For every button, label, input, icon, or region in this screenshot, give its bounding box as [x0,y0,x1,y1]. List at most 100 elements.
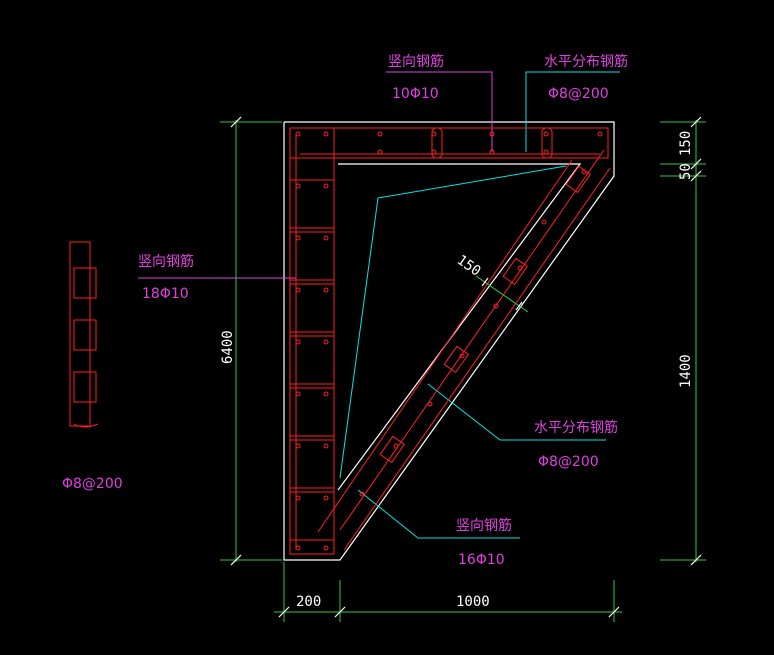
rebar-dot [489,131,495,137]
rebar-dot [597,131,603,137]
rebar-dot [295,131,301,137]
wall-stirrup [289,335,335,385]
rebar-dot [323,339,329,345]
stirrup-detail [69,241,99,428]
rebar-dot [427,401,433,407]
diag-vertical-leader [357,489,520,539]
tick [608,606,620,618]
top-stirrup [431,127,443,159]
outline-inner [337,163,582,491]
rebar-dot [459,353,465,359]
rebar-dot [517,265,523,271]
rebar-dot [431,149,437,155]
tick [690,116,702,128]
diag-stirrup [443,345,469,374]
diag-stirrup [565,165,591,194]
rebar-dot [323,391,329,397]
rebar-dots [295,131,603,551]
diag-vertical-spec: 16Φ10 [458,552,505,568]
rebar-dot [541,219,547,225]
dim-right-lower: 1400 [678,354,694,388]
diag-stirrups [379,165,591,464]
top-horizontal-leader [525,71,620,152]
top-horizontal-title: 水平分布钢筋 [544,53,628,70]
tick [690,554,702,566]
diag-rebar-upper [339,149,605,531]
rebar-dot [295,545,301,551]
rebar-dot [295,235,301,241]
rebar-dot [431,131,437,137]
rebar-dot [295,391,301,397]
labels: 竖向钢筋 10Φ10 水平分布钢筋 Φ8@200 竖向钢筋 18Φ10 水平分布… [62,53,628,568]
dim-height-total: 6400 [220,330,236,364]
tick [230,554,242,566]
left-vertical-title: 竖向钢筋 [138,253,194,270]
rebar-dot [295,339,301,345]
diag-stirrup [379,435,405,464]
rebar-dot [323,183,329,189]
diag-vertical-title: 竖向钢筋 [456,517,512,534]
tick [515,301,523,311]
rebar-dot [323,545,329,551]
tick [690,158,702,170]
wall-stirrup [289,231,335,281]
tick [690,170,702,182]
wall-stirrup [289,491,335,541]
rebar-dot [543,149,549,155]
tick [278,606,290,618]
rebar-dot [581,169,587,175]
concrete-outline [283,121,615,561]
top-horizontal-spec: Φ8@200 [548,86,609,102]
rebar-dot [493,303,499,309]
rebar-dot [543,131,549,137]
rebar-dot [295,183,301,189]
rebar-dot [359,491,365,497]
rebar-dot [377,149,383,155]
dim-diag-thickness: 150 [454,252,484,280]
dimension-ticks [230,116,702,618]
wall-stirrup [289,439,335,489]
rebar-dot [295,287,301,293]
top-rebar-cage [289,127,609,159]
diag-rebar-lower [343,167,611,551]
dim-right-mid: 50 [678,163,694,180]
diag-horizontal-spec: Φ8@200 [538,454,599,470]
detail-hoop-2 [73,319,97,351]
dim-width-wall: 200 [296,594,321,610]
rebar-dot [323,235,329,241]
dim-right-top: 150 [678,131,694,156]
wall-stirrup [289,387,335,437]
rebar-dot [295,443,301,449]
wall-stirrup [289,283,335,333]
dim-width-span: 1000 [456,594,490,610]
tick [230,116,242,128]
rebar-dot [295,495,301,501]
outline-outer [283,121,615,561]
top-stirrups [431,127,553,159]
label-leaders [138,71,493,279]
detail-frame [69,241,91,427]
top-vertical-title: 竖向钢筋 [388,53,444,70]
dimension-lines [220,120,706,622]
detail-hoop-3 [73,371,97,403]
tick [481,277,489,287]
diag-horizontal-title: 水平分布钢筋 [534,419,618,436]
tick [334,606,346,618]
wall-stirrup [289,179,335,229]
wall-stirrups [289,179,335,541]
detail-spec: Φ8@200 [62,476,123,492]
diag-horizontal-leader [427,383,606,441]
rebar-dot [377,131,383,137]
detail-hoop-1 [73,267,97,299]
rebar-dot [323,443,329,449]
rebar-dot [323,131,329,137]
top-stirrup [541,127,553,159]
rebar-dot [323,495,329,501]
detail-hook [73,423,99,428]
top-vertical-spec: 10Φ10 [392,86,439,102]
diag-rebar-inner [317,159,573,533]
top-vertical-leader [386,71,493,152]
diag-stirrup [502,257,528,286]
rebar-dot [393,443,399,449]
